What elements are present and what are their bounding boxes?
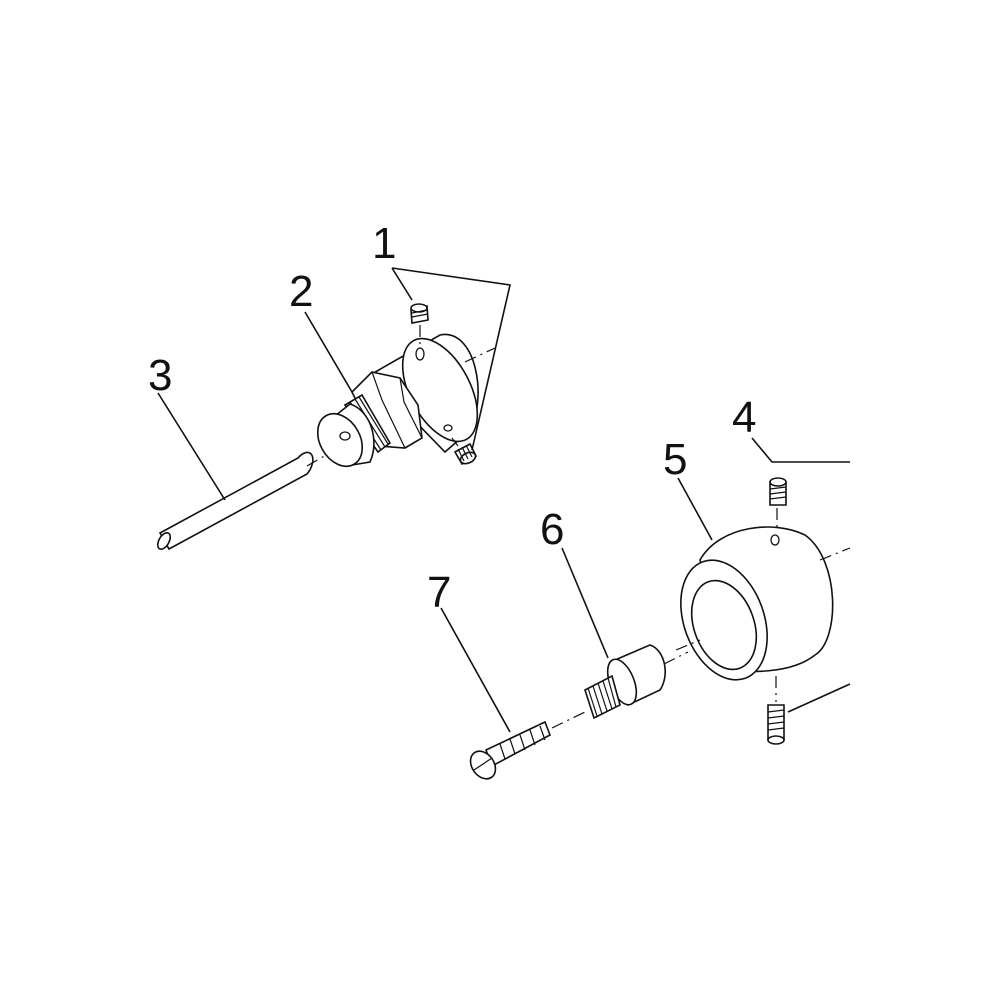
callout-4: 4 <box>732 393 756 442</box>
leader-6 <box>561 547 609 659</box>
leader-2 <box>304 311 353 393</box>
callout-3: 3 <box>148 351 172 400</box>
part-2-adapter <box>316 333 496 468</box>
part-1-set-screws <box>410 303 478 466</box>
callout-7: 7 <box>427 568 451 617</box>
part-3-pin <box>156 447 339 551</box>
part-4-set-screws <box>767 477 787 745</box>
leader-4b <box>787 683 851 713</box>
set-screw-upper <box>410 303 429 348</box>
set-screw-top <box>769 477 787 532</box>
set-screw-bottom <box>767 676 785 745</box>
leader-lines <box>157 267 851 733</box>
set-screw-lower <box>451 437 478 466</box>
leader-5 <box>677 477 713 541</box>
leader-4 <box>751 437 850 463</box>
callout-6: 6 <box>540 505 564 554</box>
callout-1: 1 <box>372 219 396 268</box>
part-7-screw <box>469 711 586 780</box>
part-6-spline-insert <box>584 644 689 720</box>
leader-7 <box>440 607 511 733</box>
callout-2: 2 <box>289 267 313 316</box>
leader-3 <box>157 392 226 501</box>
part-5-ring <box>675 526 851 681</box>
leader-1 <box>391 267 511 451</box>
callout-5: 5 <box>663 435 687 484</box>
